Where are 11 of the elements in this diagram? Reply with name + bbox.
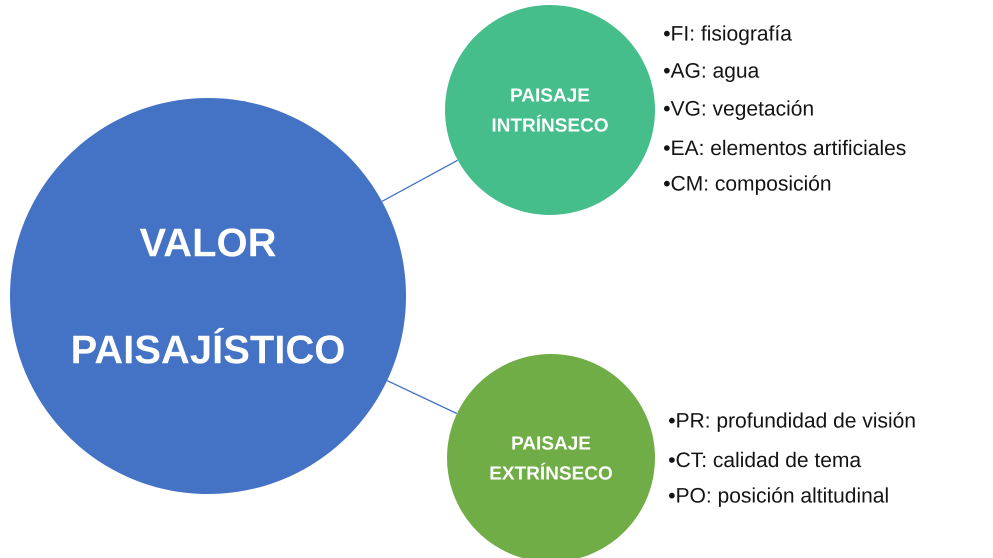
- circle-node: VALOR PAISAJÍSTICO: [10, 98, 406, 494]
- list-item: •VG: vegetación: [664, 100, 813, 120]
- list-item: •PO: posición altitudinal: [669, 487, 888, 507]
- connector-line: [382, 160, 458, 202]
- list-item: •AG: agua: [664, 63, 760, 82]
- list-item: •CT: calidad de tema: [669, 452, 862, 468]
- list-item: •CM: composición: [664, 175, 830, 195]
- list-item: •EA: elementos artificiales: [664, 140, 906, 156]
- connector-line: [386, 380, 458, 414]
- list-item: •FI: fisiografía: [664, 25, 792, 45]
- list-item: •PR: profundidad de visión: [669, 412, 915, 432]
